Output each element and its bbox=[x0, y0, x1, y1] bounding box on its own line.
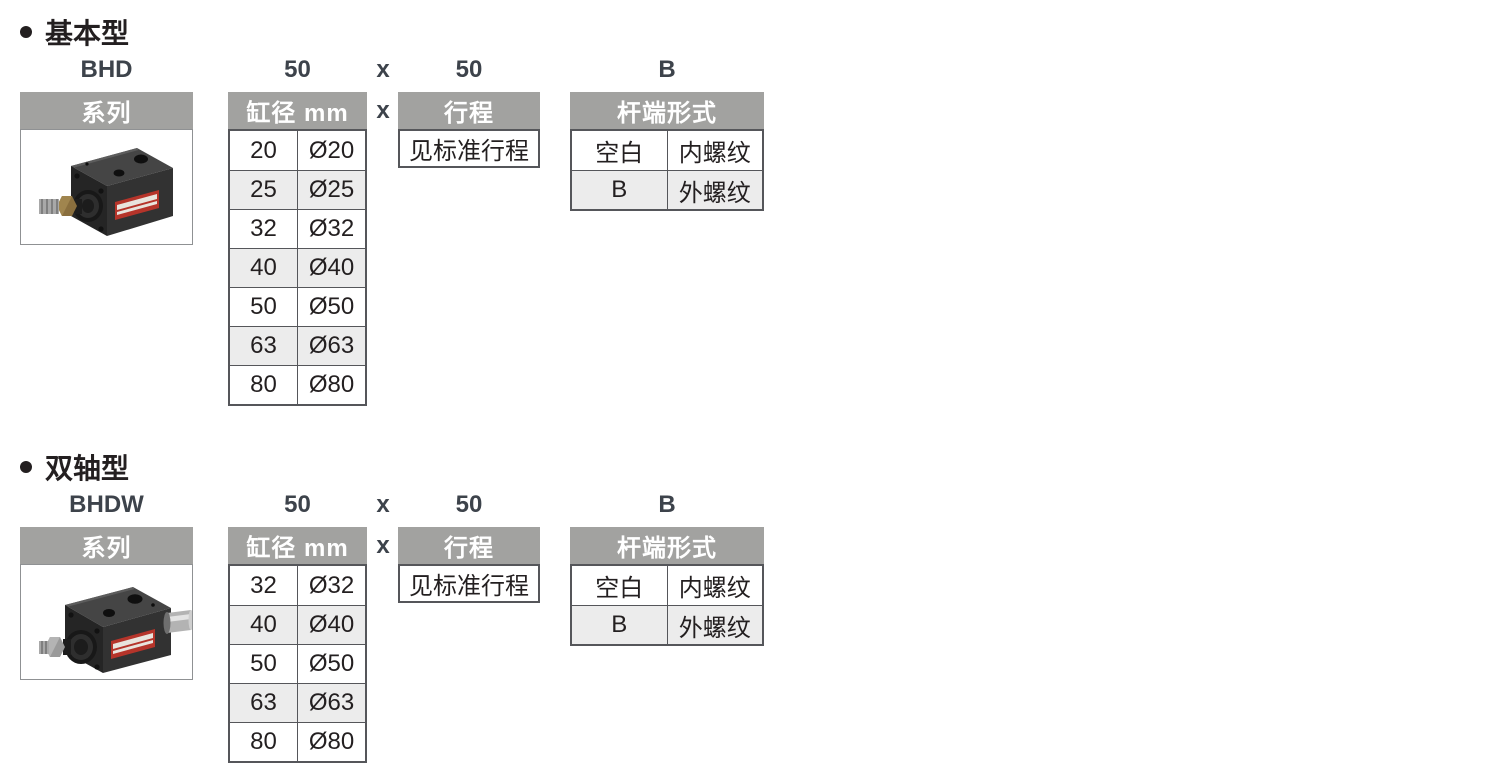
rod-end-row: 空白 内螺纹 bbox=[572, 131, 762, 170]
bore-diameter-cell: Ø50 bbox=[297, 645, 365, 683]
bore-table: 缸径 mm 32 Ø32 40 Ø40 50 Ø50 63 Ø63 bbox=[228, 527, 367, 763]
stroke-table-header: 行程 bbox=[398, 527, 540, 564]
bore-row: 20 Ø20 bbox=[230, 131, 365, 170]
bullet-icon bbox=[20, 461, 32, 473]
bore-code-cell: 63 bbox=[250, 332, 277, 359]
bullet-icon bbox=[20, 26, 32, 38]
bore-diameter-cell: Ø80 bbox=[297, 723, 365, 761]
model-code-separator: x bbox=[376, 491, 390, 518]
bore-table-body: 32 Ø32 40 Ø40 50 Ø50 63 Ø63 80 Ø80 bbox=[228, 564, 367, 763]
bore-diameter-cell: Ø50 bbox=[297, 288, 365, 326]
bore-diameter-cell: Ø32 bbox=[297, 566, 365, 605]
bore-code-cell: 40 bbox=[250, 254, 277, 281]
bore-row: 63 Ø63 bbox=[230, 683, 365, 722]
section-basic-type: 基本型 BHD 50 x 50 B x 系列 bbox=[20, 12, 764, 406]
bore-code-cell: 63 bbox=[250, 689, 277, 716]
bore-row: 80 Ø80 bbox=[230, 722, 365, 761]
model-code-separator: x bbox=[376, 531, 390, 559]
bore-row: 40 Ø40 bbox=[230, 248, 365, 287]
bore-row: 40 Ø40 bbox=[230, 605, 365, 644]
bore-code-cell: 80 bbox=[250, 371, 277, 398]
section-title: 基本型 bbox=[45, 18, 130, 49]
bore-code-cell: 20 bbox=[250, 136, 277, 164]
bore-row: 50 Ø50 bbox=[230, 644, 365, 683]
bore-diameter-cell: Ø63 bbox=[297, 327, 365, 365]
product-photo-box bbox=[20, 564, 193, 680]
bore-row: 80 Ø80 bbox=[230, 365, 365, 404]
rod-end-desc-cell: 内螺纹 bbox=[666, 131, 763, 170]
stroke-table-header: 行程 bbox=[398, 92, 540, 129]
model-code-bore: 50 bbox=[284, 56, 311, 83]
rod-end-desc-cell: 外螺纹 bbox=[666, 606, 763, 644]
bore-diameter-cell: Ø63 bbox=[297, 684, 365, 722]
rod-end-table-body: 空白 内螺纹 B 外螺纹 bbox=[570, 564, 764, 646]
stroke-value-cell: 见标准行程 bbox=[398, 129, 540, 168]
bore-row: 25 Ø25 bbox=[230, 170, 365, 209]
product-photo-box bbox=[20, 129, 193, 245]
bore-code-cell: 32 bbox=[250, 571, 277, 599]
bore-code-cell: 40 bbox=[250, 611, 277, 638]
model-code-rod-end: B bbox=[658, 491, 676, 518]
series-header: 系列 bbox=[20, 527, 193, 564]
model-code-series: BHD bbox=[80, 56, 133, 83]
rod-end-table-header: 杆端形式 bbox=[570, 527, 764, 564]
series-block: 系列 bbox=[20, 92, 193, 245]
bore-diameter-cell: Ø32 bbox=[297, 210, 365, 248]
model-code-series: BHDW bbox=[69, 491, 144, 518]
rod-end-row: 空白 内螺纹 bbox=[572, 566, 762, 605]
bore-table-header: 缸径 mm bbox=[228, 92, 367, 129]
rod-end-table-body: 空白 内螺纹 B 外螺纹 bbox=[570, 129, 764, 211]
bore-table-body: 20 Ø20 25 Ø25 32 Ø32 40 Ø40 50 Ø50 bbox=[228, 129, 367, 406]
bore-diameter-cell: Ø40 bbox=[297, 606, 365, 644]
bore-table-header: 缸径 mm bbox=[228, 527, 367, 564]
model-code-stroke: 50 bbox=[455, 56, 483, 83]
model-code-stroke: 50 bbox=[455, 491, 483, 518]
rod-end-desc-cell: 外螺纹 bbox=[666, 171, 763, 209]
rod-end-code-cell: B bbox=[611, 611, 628, 638]
rod-end-code-cell: 空白 bbox=[595, 140, 644, 167]
model-code-separator: x bbox=[376, 96, 390, 124]
bore-row: 50 Ø50 bbox=[230, 287, 365, 326]
bhdw-product-photo-icon bbox=[39, 587, 192, 673]
model-code-bore: 50 bbox=[284, 491, 311, 518]
series-header: 系列 bbox=[20, 92, 193, 129]
section-double-shaft-type: 双轴型 BHDW 50 x 50 B x 系列 bbox=[0, 435, 1505, 777]
stroke-table: 行程 见标准行程 bbox=[398, 527, 540, 603]
rod-end-table: 杆端形式 空白 内螺纹 B 外螺纹 bbox=[570, 527, 764, 646]
bore-code-cell: 80 bbox=[250, 728, 277, 755]
model-code-rod-end: B bbox=[658, 56, 676, 83]
rod-end-row: B 外螺纹 bbox=[572, 605, 762, 644]
series-block: 系列 bbox=[20, 527, 193, 680]
bhd-product-photo-icon bbox=[39, 148, 173, 236]
model-code-separator: x bbox=[376, 56, 390, 83]
section-title-row: 基本型 bbox=[20, 12, 129, 52]
section-title-row: 双轴型 bbox=[20, 447, 129, 487]
rod-end-code-cell: 空白 bbox=[595, 575, 644, 602]
bore-code-cell: 25 bbox=[250, 176, 277, 203]
bore-diameter-cell: Ø80 bbox=[297, 366, 365, 404]
bore-code-cell: 50 bbox=[250, 293, 277, 320]
bore-code-cell: 32 bbox=[250, 215, 277, 242]
bore-row: 32 Ø32 bbox=[230, 209, 365, 248]
rod-end-table: 杆端形式 空白 内螺纹 B 外螺纹 bbox=[570, 92, 764, 211]
bore-table: 缸径 mm 20 Ø20 25 Ø25 32 Ø32 40 Ø40 bbox=[228, 92, 367, 406]
rod-end-code-cell: B bbox=[611, 176, 628, 203]
rod-end-row: B 外螺纹 bbox=[572, 170, 762, 209]
bore-diameter-cell: Ø40 bbox=[297, 249, 365, 287]
rod-end-desc-cell: 内螺纹 bbox=[666, 566, 763, 605]
bore-diameter-cell: Ø25 bbox=[297, 171, 365, 209]
stroke-table: 行程 见标准行程 bbox=[398, 92, 540, 168]
section-title: 双轴型 bbox=[45, 453, 130, 484]
bore-diameter-cell: Ø20 bbox=[297, 131, 365, 170]
rod-end-table-header: 杆端形式 bbox=[570, 92, 764, 129]
bore-code-cell: 50 bbox=[250, 650, 277, 677]
bore-row: 63 Ø63 bbox=[230, 326, 365, 365]
stroke-value-cell: 见标准行程 bbox=[398, 564, 540, 603]
bore-row: 32 Ø32 bbox=[230, 566, 365, 605]
